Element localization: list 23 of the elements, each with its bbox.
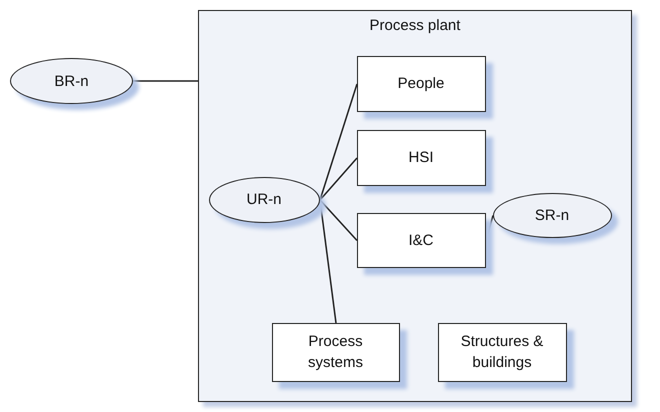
node-label: UR-n xyxy=(245,190,282,210)
connector-line xyxy=(319,200,358,241)
connector-line xyxy=(133,80,198,82)
connector-line xyxy=(319,84,358,200)
ellipse-node xyxy=(492,192,612,238)
connector-line xyxy=(319,200,337,324)
ellipse-node xyxy=(10,58,133,104)
node-label: Process systems xyxy=(306,332,364,373)
process-box xyxy=(438,322,566,382)
node-label: Structures & buildings xyxy=(460,332,544,373)
node-label: BR-n xyxy=(53,72,90,92)
process-box xyxy=(356,130,486,186)
node-label: People xyxy=(396,74,446,94)
process-box xyxy=(272,322,400,382)
process-box xyxy=(356,56,486,112)
container-title: Process plant xyxy=(370,17,460,35)
node-label: HSI xyxy=(407,148,434,168)
node-label: I&C xyxy=(407,230,434,250)
process-box xyxy=(356,212,486,268)
connector-line xyxy=(319,158,358,200)
node-label: SR-n xyxy=(534,206,570,226)
connector-line xyxy=(485,215,494,241)
container-box xyxy=(198,10,632,402)
